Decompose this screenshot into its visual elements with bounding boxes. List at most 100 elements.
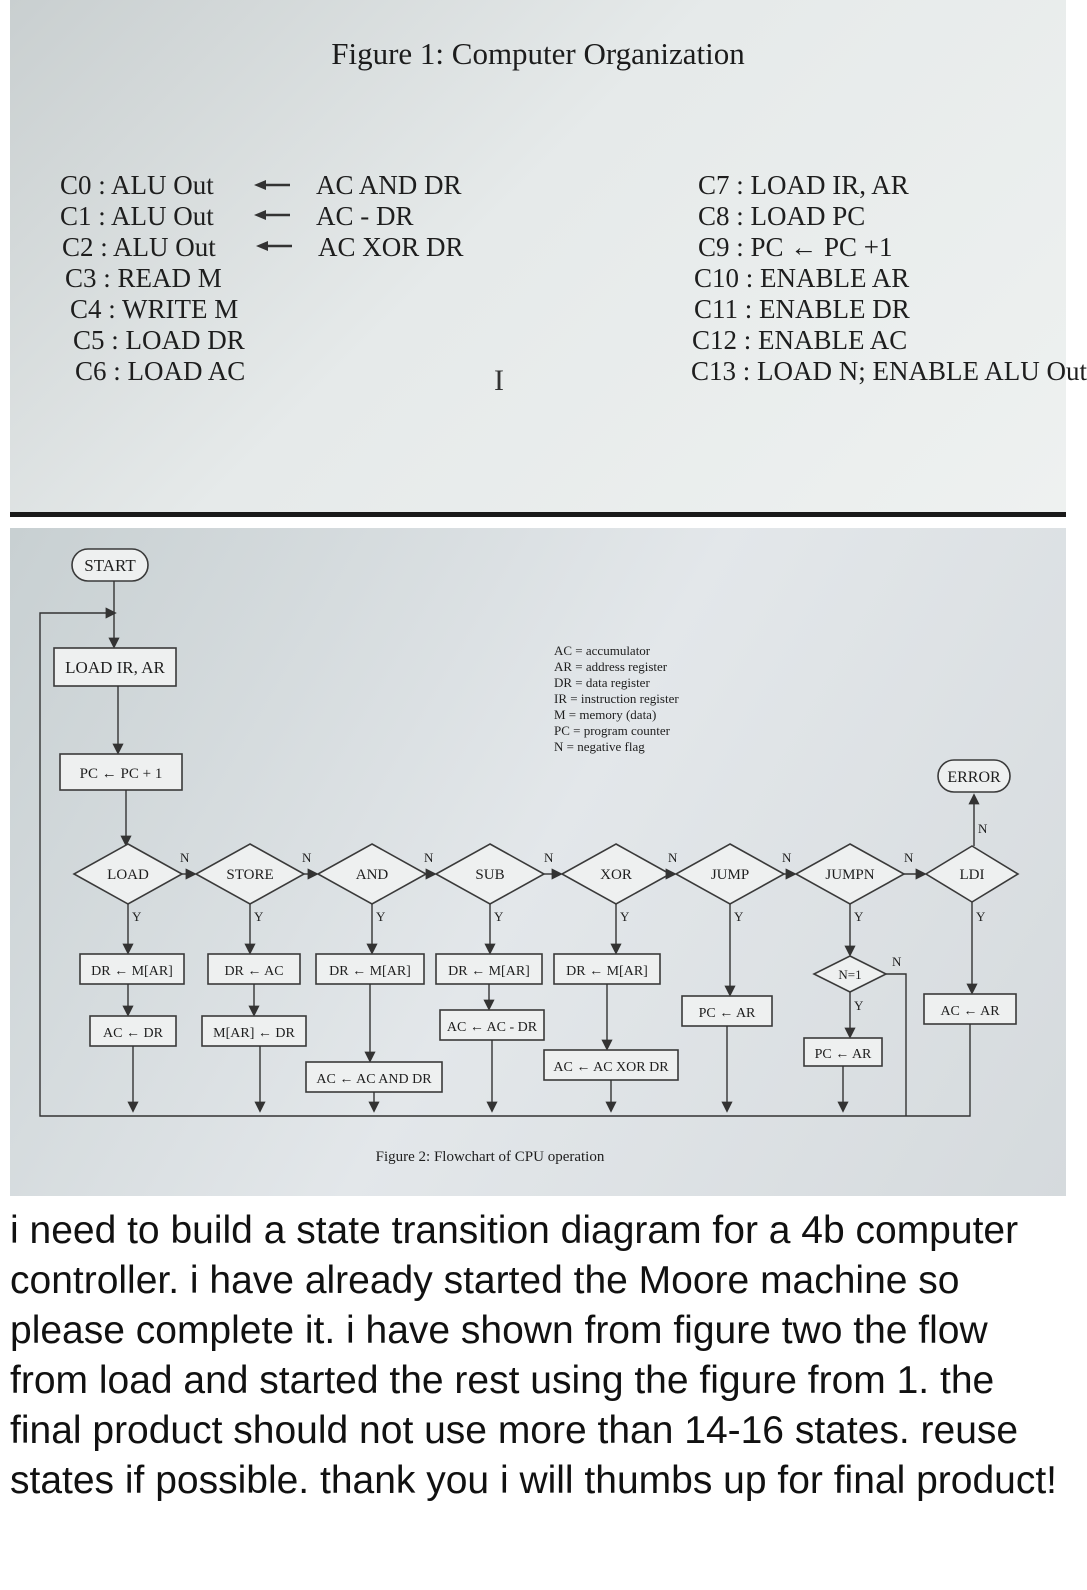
svg-text:N: N — [180, 850, 190, 865]
op-sub1-box — [435, 953, 543, 985]
op-load1: DR ← M[AR] — [91, 964, 173, 979]
svg-text:AND: AND — [356, 867, 389, 883]
control-c7: C7 : LOAD IR, AR — [698, 170, 909, 200]
svg-text:M = memory (data): M = memory (data) — [554, 707, 656, 722]
op-load2-box — [89, 1015, 177, 1047]
op-xor2-box — [543, 1049, 679, 1081]
control-c2: C2 : ALU Out — [62, 232, 216, 262]
svg-text:SUB: SUB — [475, 867, 504, 883]
svg-text:Y: Y — [254, 909, 264, 924]
svg-text:N: N — [904, 850, 914, 865]
svg-text:N: N — [782, 850, 792, 865]
svg-text:LOAD: LOAD — [107, 867, 149, 883]
svg-text:AR = address register: AR = address register — [554, 659, 668, 674]
decision-n-flag: N=1 N Y — [812, 954, 902, 1013]
ldi-no-label: N — [978, 821, 988, 836]
decision-jumpn: JUMPN — [794, 843, 906, 905]
question-text: i need to build a state transition diagr… — [10, 1209, 1058, 1502]
svg-text:N: N — [544, 850, 554, 865]
start-label: START — [84, 556, 136, 575]
svg-text:Y: Y — [976, 909, 986, 924]
control-c13: C13 : LOAD N; ENABLE ALU Out — [691, 356, 1087, 386]
svg-text:DR = data register: DR = data register — [554, 675, 650, 690]
svg-text:N = negative flag: N = negative flag — [554, 739, 645, 754]
alu-op-and: AC AND DR — [316, 170, 462, 200]
control-c11: C11 : ENABLE DR — [694, 294, 910, 324]
svg-text:AC = accumulator: AC = accumulator — [554, 643, 651, 658]
svg-text:XOR: XOR — [600, 867, 632, 883]
op-store2-box — [201, 1015, 307, 1047]
figure1-photo: Figure 1: Computer Organization C0 : ALU… — [10, 0, 1087, 516]
arrow-c1 — [254, 210, 290, 220]
control-c9: C9 : PC ← PC +1 — [698, 232, 893, 262]
svg-text:LDI: LDI — [960, 867, 985, 883]
start-terminal — [71, 548, 149, 582]
control-c3: C3 : READ M — [65, 263, 222, 293]
svg-text:Y: Y — [854, 998, 864, 1013]
error-terminal — [937, 759, 1011, 793]
svg-text:Y: Y — [620, 909, 630, 924]
op-store1-box — [207, 953, 301, 985]
svg-text:N=1: N=1 — [838, 967, 861, 982]
op-and2: AC ← AC AND DR — [316, 1072, 432, 1087]
control-c8: C8 : LOAD PC — [698, 201, 866, 231]
svg-text:Y: Y — [734, 909, 744, 924]
photo-separator — [10, 512, 1066, 517]
abbreviation-legend: AC = accumulator AR = address register D… — [554, 643, 679, 754]
figure1-title: Figure 1: Computer Organization — [331, 36, 745, 71]
control-c12: C12 : ENABLE AC — [692, 325, 908, 355]
op-xor2: AC ← AC XOR DR — [553, 1060, 669, 1075]
svg-text:JUMPN: JUMPN — [825, 867, 874, 883]
op-xor1-box — [553, 953, 661, 985]
figure2-photo: START LOAD IR, AR PC ← PC + 1 ERROR N AC… — [10, 528, 1066, 1196]
alu-op-sub: AC - DR — [316, 201, 414, 231]
op-jumpn1: PC ← AR — [815, 1047, 872, 1062]
op-store2: M[AR] ← DR — [213, 1026, 295, 1041]
svg-text:IR = instruction register: IR = instruction register — [554, 691, 679, 706]
control-c0: C0 : ALU Out — [60, 170, 214, 200]
svg-text:N: N — [668, 850, 678, 865]
op-load1-box — [79, 953, 185, 985]
op-and1: DR ← M[AR] — [329, 964, 411, 979]
decision-ldi: LDI — [924, 845, 1020, 903]
decision-and: AND — [316, 843, 428, 905]
error-label: ERROR — [947, 769, 1001, 786]
decision-jump: JUMP — [674, 843, 786, 905]
load-ir-box — [53, 647, 177, 687]
figure2-caption: Figure 2: Flowchart of CPU operation — [376, 1149, 605, 1165]
arrow-c0 — [254, 180, 290, 190]
svg-text:STORE: STORE — [226, 867, 273, 883]
op-ldi1: AC ← AR — [940, 1004, 1000, 1019]
svg-text:Y: Y — [132, 909, 142, 924]
op-sub2: AC ← AC - DR — [447, 1020, 538, 1035]
alu-op-xor: AC XOR DR — [318, 232, 464, 262]
svg-text:Y: Y — [376, 909, 386, 924]
op-sub2-box — [439, 1009, 545, 1041]
decision-load: LOAD — [72, 843, 184, 905]
text-cursor-icon: I — [494, 364, 504, 397]
op-load2: AC ← DR — [103, 1026, 164, 1041]
load-ir-label: LOAD IR, AR — [65, 658, 165, 677]
op-ldi1-box — [923, 993, 1017, 1025]
svg-text:N: N — [892, 954, 902, 969]
svg-text:PC = program counter: PC = program counter — [554, 723, 671, 738]
op-sub1: DR ← M[AR] — [448, 964, 530, 979]
arrow-c2 — [256, 241, 292, 251]
svg-text:Y: Y — [494, 909, 504, 924]
pc-inc-label: PC ← PC + 1 — [80, 766, 163, 782]
op-and1-box — [315, 953, 425, 985]
alu-arrows — [254, 180, 292, 251]
control-c6: C6 : LOAD AC — [75, 356, 246, 386]
decision-sub: SUB — [434, 843, 546, 905]
svg-text:Y: Y — [854, 909, 864, 924]
svg-text:N: N — [424, 850, 434, 865]
control-c1: C1 : ALU Out — [60, 201, 214, 231]
op-store1: DR ← AC — [224, 964, 283, 979]
flowchart: START LOAD IR, AR PC ← PC + 1 ERROR N AC… — [39, 548, 1020, 1165]
svg-text:N: N — [302, 850, 312, 865]
op-jump1-box — [681, 995, 773, 1027]
decision-store: STORE — [194, 843, 306, 905]
op-jump1: PC ← AR — [699, 1006, 756, 1021]
decision-xor: XOR — [560, 843, 672, 905]
control-c10: C10 : ENABLE AR — [694, 263, 910, 293]
